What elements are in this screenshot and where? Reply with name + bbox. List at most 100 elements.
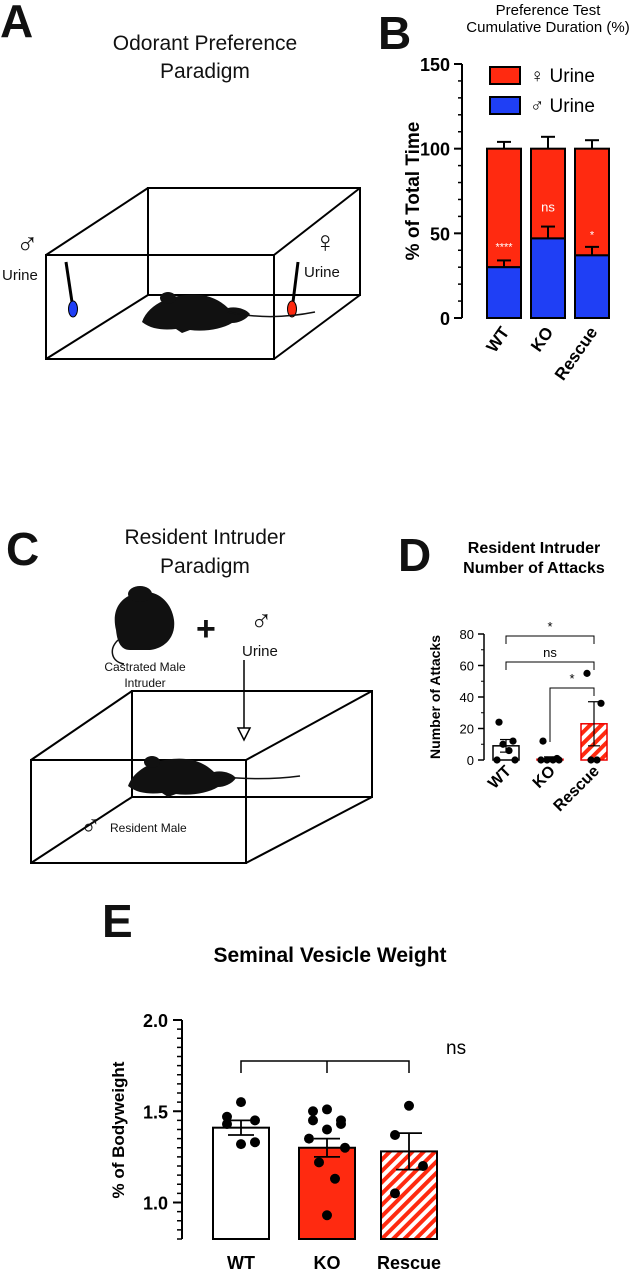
panel-c-title-line2: Paradigm: [160, 555, 250, 578]
chart-d-point-WT: [505, 746, 513, 755]
chart-e-point-WT: [222, 1119, 232, 1130]
chart-e-point-KO: [322, 1104, 332, 1115]
chart-e-xtick-label: WT: [227, 1253, 255, 1273]
chart-e-ytick-label: 2.0: [143, 1011, 168, 1031]
chart-e-point-Rescue: [418, 1161, 428, 1171]
chart-d-point-WT: [509, 737, 517, 745]
chart-e-bracket-label: ns: [446, 1038, 466, 1059]
chart-e-point-Rescue: [404, 1100, 414, 1111]
right-urine-label: Urine: [304, 264, 340, 281]
chart-e-point-KO: [308, 1115, 318, 1126]
chart-d-point-Rescue: [587, 756, 595, 764]
chart-e-xtick-label: KO: [314, 1253, 341, 1273]
panel-letter-e: E: [102, 895, 133, 947]
intruder-label-line1: Castrated Male: [104, 660, 186, 674]
chart-e-point-KO: [340, 1142, 350, 1153]
chart-b-annotation-WT: ****: [495, 241, 513, 253]
chart-e-ylabel: % of Bodyweight: [109, 1061, 128, 1198]
panel-letter-a: A: [0, 0, 34, 47]
arena-front-face: [45, 254, 275, 360]
panel-letter-c: C: [6, 523, 40, 575]
chart-b-legend-swatch-2: [489, 96, 521, 115]
chart-d-point-KO: [537, 756, 545, 764]
chart-e-point-KO: [330, 1173, 340, 1184]
chart-d-ytick-label: 60: [460, 659, 474, 674]
chart-e-point-Rescue: [390, 1188, 400, 1199]
male-symbol-urine: ♂: [250, 605, 273, 638]
chart-d-point-WT: [499, 740, 507, 748]
chart-e-title: Seminal Vesicle Weight: [213, 944, 446, 967]
chart-b-bar-male-KO: [530, 237, 566, 319]
chart-b-title-line-2: Cumulative Duration (%): [466, 19, 629, 36]
chart-d-point-KO: [555, 756, 563, 764]
chart-e-point-KO: [322, 1124, 332, 1135]
chart-d-bracket-2: [505, 661, 595, 670]
chart-e-point-WT: [236, 1139, 246, 1150]
chart-b-ytick-label: 150: [420, 55, 450, 75]
resident-male-label: Resident Male: [110, 821, 187, 835]
chart-e-point-WT: [222, 1111, 232, 1122]
chart-d-point-Rescue: [593, 756, 601, 764]
chart-b-annotation-Rescue: *: [590, 229, 595, 241]
chart-d-ytick-label: 40: [460, 690, 474, 705]
chart-e-bracket: [240, 1060, 410, 1073]
intruder-label-line2: Intruder: [124, 676, 166, 690]
chart-d-point-WT: [495, 718, 503, 726]
down-arrow: [236, 727, 252, 742]
chart-d-ytick-label: 0: [467, 753, 474, 768]
chart-d-bracket-1: [505, 635, 595, 644]
chart-d-point-WT: [511, 756, 519, 764]
chart-b-ytick-label: 100: [420, 140, 450, 160]
intruder-mouse: [111, 586, 175, 665]
chart-b-annotation-KO: ns: [541, 199, 555, 214]
chart-d-ylabel: Number of Attacks: [427, 635, 443, 759]
panel-letter-b: B: [378, 7, 412, 59]
chart-b-title-line-1: Preference Test: [496, 2, 602, 19]
chart-b-ylabel: % of Total Time: [403, 122, 424, 261]
chart-b-bar-female-Rescue: [574, 147, 610, 257]
chart-d-ytick-label: 80: [460, 627, 474, 642]
chart-e-point-KO: [336, 1119, 346, 1130]
panel-c-title-line1: Resident Intruder: [124, 526, 286, 549]
chart-e-point-KO: [322, 1210, 332, 1221]
panel-a-title-line1: Odorant Preference: [112, 32, 298, 55]
chart-d-point-Rescue: [583, 669, 591, 677]
chart-b-ytick-label: 50: [430, 224, 450, 244]
chart-e-bar-KO: [298, 1146, 356, 1240]
chart-b-legend-label-1: ♀ Urine: [530, 66, 595, 87]
chart-e-point-WT: [250, 1115, 260, 1126]
red-swab: [287, 300, 297, 318]
chart-b-bar-male-WT: [486, 266, 522, 320]
chart-d-point-KO: [549, 756, 557, 764]
chart-e-point-WT: [250, 1137, 260, 1148]
chart-b-legend-label-2: ♂ Urine: [530, 96, 595, 117]
chart-b-legend-swatch-1: [489, 66, 521, 85]
chart-d-bracket-3: [549, 687, 595, 696]
chart-e-point-KO: [308, 1106, 318, 1117]
blue-swab: [68, 300, 78, 318]
chart-e-point-WT: [236, 1097, 246, 1108]
chart-d-title-line-2: Number of Attacks: [463, 560, 605, 577]
chart-e-xtick-label: Rescue: [377, 1253, 441, 1273]
chart-d-point-WT: [493, 756, 501, 764]
left-urine-label: Urine: [2, 267, 38, 284]
panel-a-title-line2: Paradigm: [160, 60, 250, 83]
chart-b-bar-male-Rescue: [574, 254, 610, 319]
resident-intruder-diagram: [30, 586, 373, 864]
chart-d-point-Rescue: [597, 699, 605, 707]
chart-b-ytick-label: 0: [440, 309, 450, 329]
chart-d-point-KO: [539, 737, 547, 745]
odorant-arena-diagram: [45, 187, 361, 360]
chart-b-bar-female-WT: [486, 147, 522, 269]
chart-d-bracket-label-2: ns: [543, 645, 557, 660]
chart-e-ytick-label: 1.0: [143, 1194, 168, 1214]
male-symbol-resident: ♂: [80, 810, 101, 841]
chart-d-ytick-label: 20: [460, 722, 474, 737]
resident-mouse: [128, 756, 301, 797]
panel-letter-d: D: [398, 529, 432, 581]
chart-d-bracket-label-3: *: [569, 671, 574, 686]
chart-e-point-Rescue: [390, 1129, 400, 1140]
